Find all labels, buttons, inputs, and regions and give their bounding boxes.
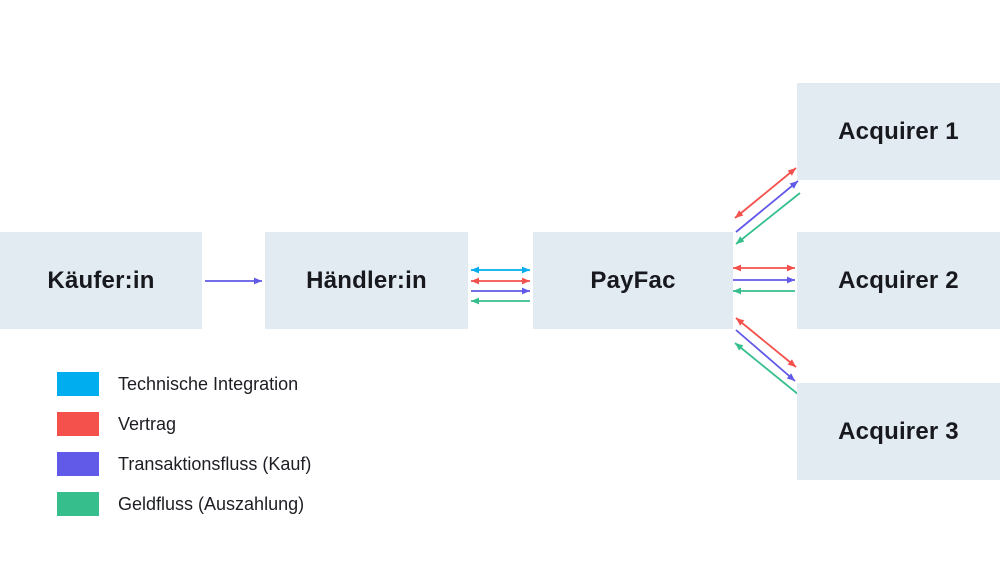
legend-label-geldfluss: Geldfluss (Auszahlung) [118, 493, 305, 514]
arrow-acquirer3-to-payfac-geldfluss [734, 342, 800, 396]
arrow-payfac-acquirer2-vertrag [733, 264, 795, 272]
legend-item-geldfluss: Geldfluss (Auszahlung) [57, 492, 311, 516]
arrow-payfac-to-acquirer2-transaktionsfluss [733, 276, 795, 284]
node-acquirer2-label: Acquirer 2 [838, 266, 959, 294]
legend-item-vertrag: Vertrag [57, 412, 311, 436]
arrow-payfac-to-acquirer3-transaktionsfluss [735, 329, 796, 382]
arrow-acquirer1-to-payfac-geldfluss [735, 192, 801, 245]
node-acquirer3: Acquirer 3 [797, 383, 1000, 480]
arrow-haendler-payfac-vertrag [471, 277, 530, 285]
arrow-payfac-acquirer3-vertrag [735, 317, 797, 368]
arrow-acquirer2-to-payfac-geldfluss [733, 287, 795, 295]
arrow-payfac-acquirer1-vertrag [734, 167, 797, 219]
node-haendler-label: Händler:in [306, 266, 427, 294]
legend-swatch-technische-integration [57, 372, 99, 396]
node-payfac-label: PayFac [590, 266, 676, 294]
node-payfac: PayFac [533, 232, 733, 329]
arrow-payfac-to-acquirer1-transaktionsfluss [735, 180, 799, 233]
arrow-haendler-payfac-technische-integration [471, 266, 530, 274]
node-acquirer1: Acquirer 1 [797, 83, 1000, 180]
node-acquirer1-label: Acquirer 1 [838, 117, 959, 145]
legend-label-technische-integration: Technische Integration [118, 373, 299, 394]
node-kaeufer: Käufer:in [0, 232, 202, 329]
node-kaeufer-label: Käufer:in [47, 266, 155, 294]
legend-swatch-vertrag [57, 412, 99, 436]
legend-swatch-geldfluss [57, 492, 99, 516]
arrow-payfac-to-haendler-geldfluss [471, 297, 530, 305]
legend-item-technische-integration: Technische Integration [57, 372, 311, 396]
legend-item-transaktionsfluss: Transaktionsfluss (Kauf) [57, 452, 311, 476]
legend: Technische Integration Vertrag Transakti… [57, 372, 311, 532]
legend-swatch-transaktionsfluss [57, 452, 99, 476]
arrow-haendler-to-payfac-transaktionsfluss [471, 287, 530, 295]
node-acquirer3-label: Acquirer 3 [838, 417, 959, 445]
node-haendler: Händler:in [265, 232, 468, 329]
legend-label-transaktionsfluss: Transaktionsfluss (Kauf) [118, 453, 312, 474]
legend-label-vertrag: Vertrag [118, 413, 177, 434]
node-acquirer2: Acquirer 2 [797, 232, 1000, 329]
arrow-kaeufer-to-haendler-transaktionsfluss [205, 277, 262, 285]
